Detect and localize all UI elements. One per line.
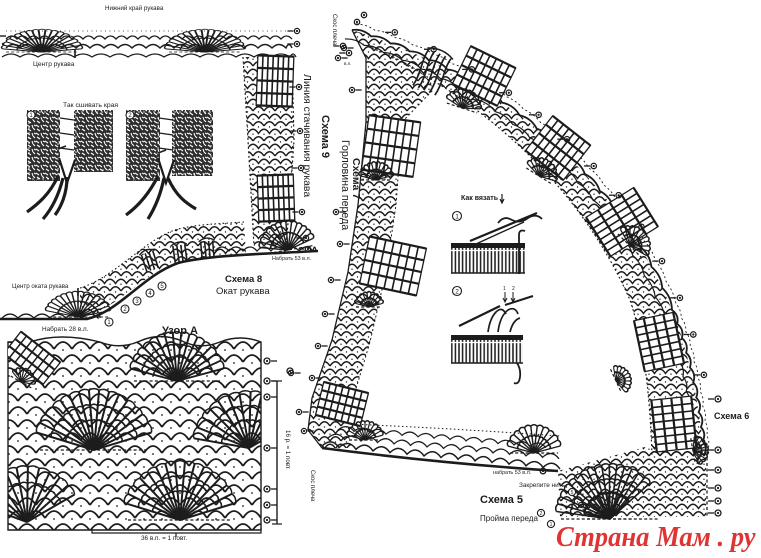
svg-text:Узор А: Узор А [162,325,198,337]
svg-text:Схема 6: Схема 6 [714,411,749,421]
svg-text:Схема 9: Схема 9 [319,115,331,158]
svg-text:36 в.п. = 1 повт.: 36 в.п. = 1 повт. [141,535,187,542]
svg-text:Закрепите нить: Закрепите нить [519,482,566,489]
svg-text:Набрать 28 в.л.: Набрать 28 в.л. [42,325,89,333]
svg-text:Схема 5: Схема 5 [480,494,523,506]
svg-text:Схема 8: Схема 8 [225,274,262,285]
svg-text:1: 1 [107,320,111,326]
svg-text:2: 2 [512,286,515,292]
svg-text:Так сшивать края: Так сшивать края [63,102,118,109]
svg-text:1: 1 [550,522,553,528]
svg-text:1: 1 [503,286,506,292]
svg-text:Центр оката рукава: Центр оката рукава [12,283,69,290]
svg-text:2: 2 [455,288,459,295]
svg-text:Скос плеча: Скос плеча [309,470,315,502]
svg-text:Скос плеча: Скос плеча [331,14,337,46]
svg-text:Схема 7: Схема 7 [350,158,362,199]
svg-text:16 р. = 1 повт.: 16 р. = 1 повт. [284,430,291,470]
svg-text:Как вязать: Как вязать [461,195,499,202]
svg-text:3: 3 [135,299,139,305]
svg-text:5: 5 [571,490,574,496]
svg-text:5: 5 [160,284,164,290]
svg-text:Окат рукава: Окат рукава [216,286,270,297]
svg-text:4: 4 [148,291,152,297]
svg-text:в.л.: в.л. [344,61,352,66]
svg-text:2: 2 [540,511,543,517]
svg-text:Линия стачивания рукава: Линия стачивания рукава [301,74,312,197]
svg-text:1: 1 [455,213,459,220]
svg-text:1: 1 [29,113,33,119]
svg-text:2: 2 [128,113,132,119]
svg-text:Нижний край рукава: Нижний край рукава [105,5,164,12]
svg-text:Набрать 53 в.л.: Набрать 53 в.л. [272,256,311,262]
svg-text:Горловина переда: Горловина переда [339,140,351,230]
svg-text:Центр рукава: Центр рукава [33,61,75,68]
svg-text:Пройма переда: Пройма переда [480,514,538,523]
svg-text:набрать 53 в.л.: набрать 53 в.л. [493,470,531,476]
svg-text:Страна Мам . ру: Страна Мам . ру [556,521,756,552]
svg-text:2: 2 [123,307,127,313]
